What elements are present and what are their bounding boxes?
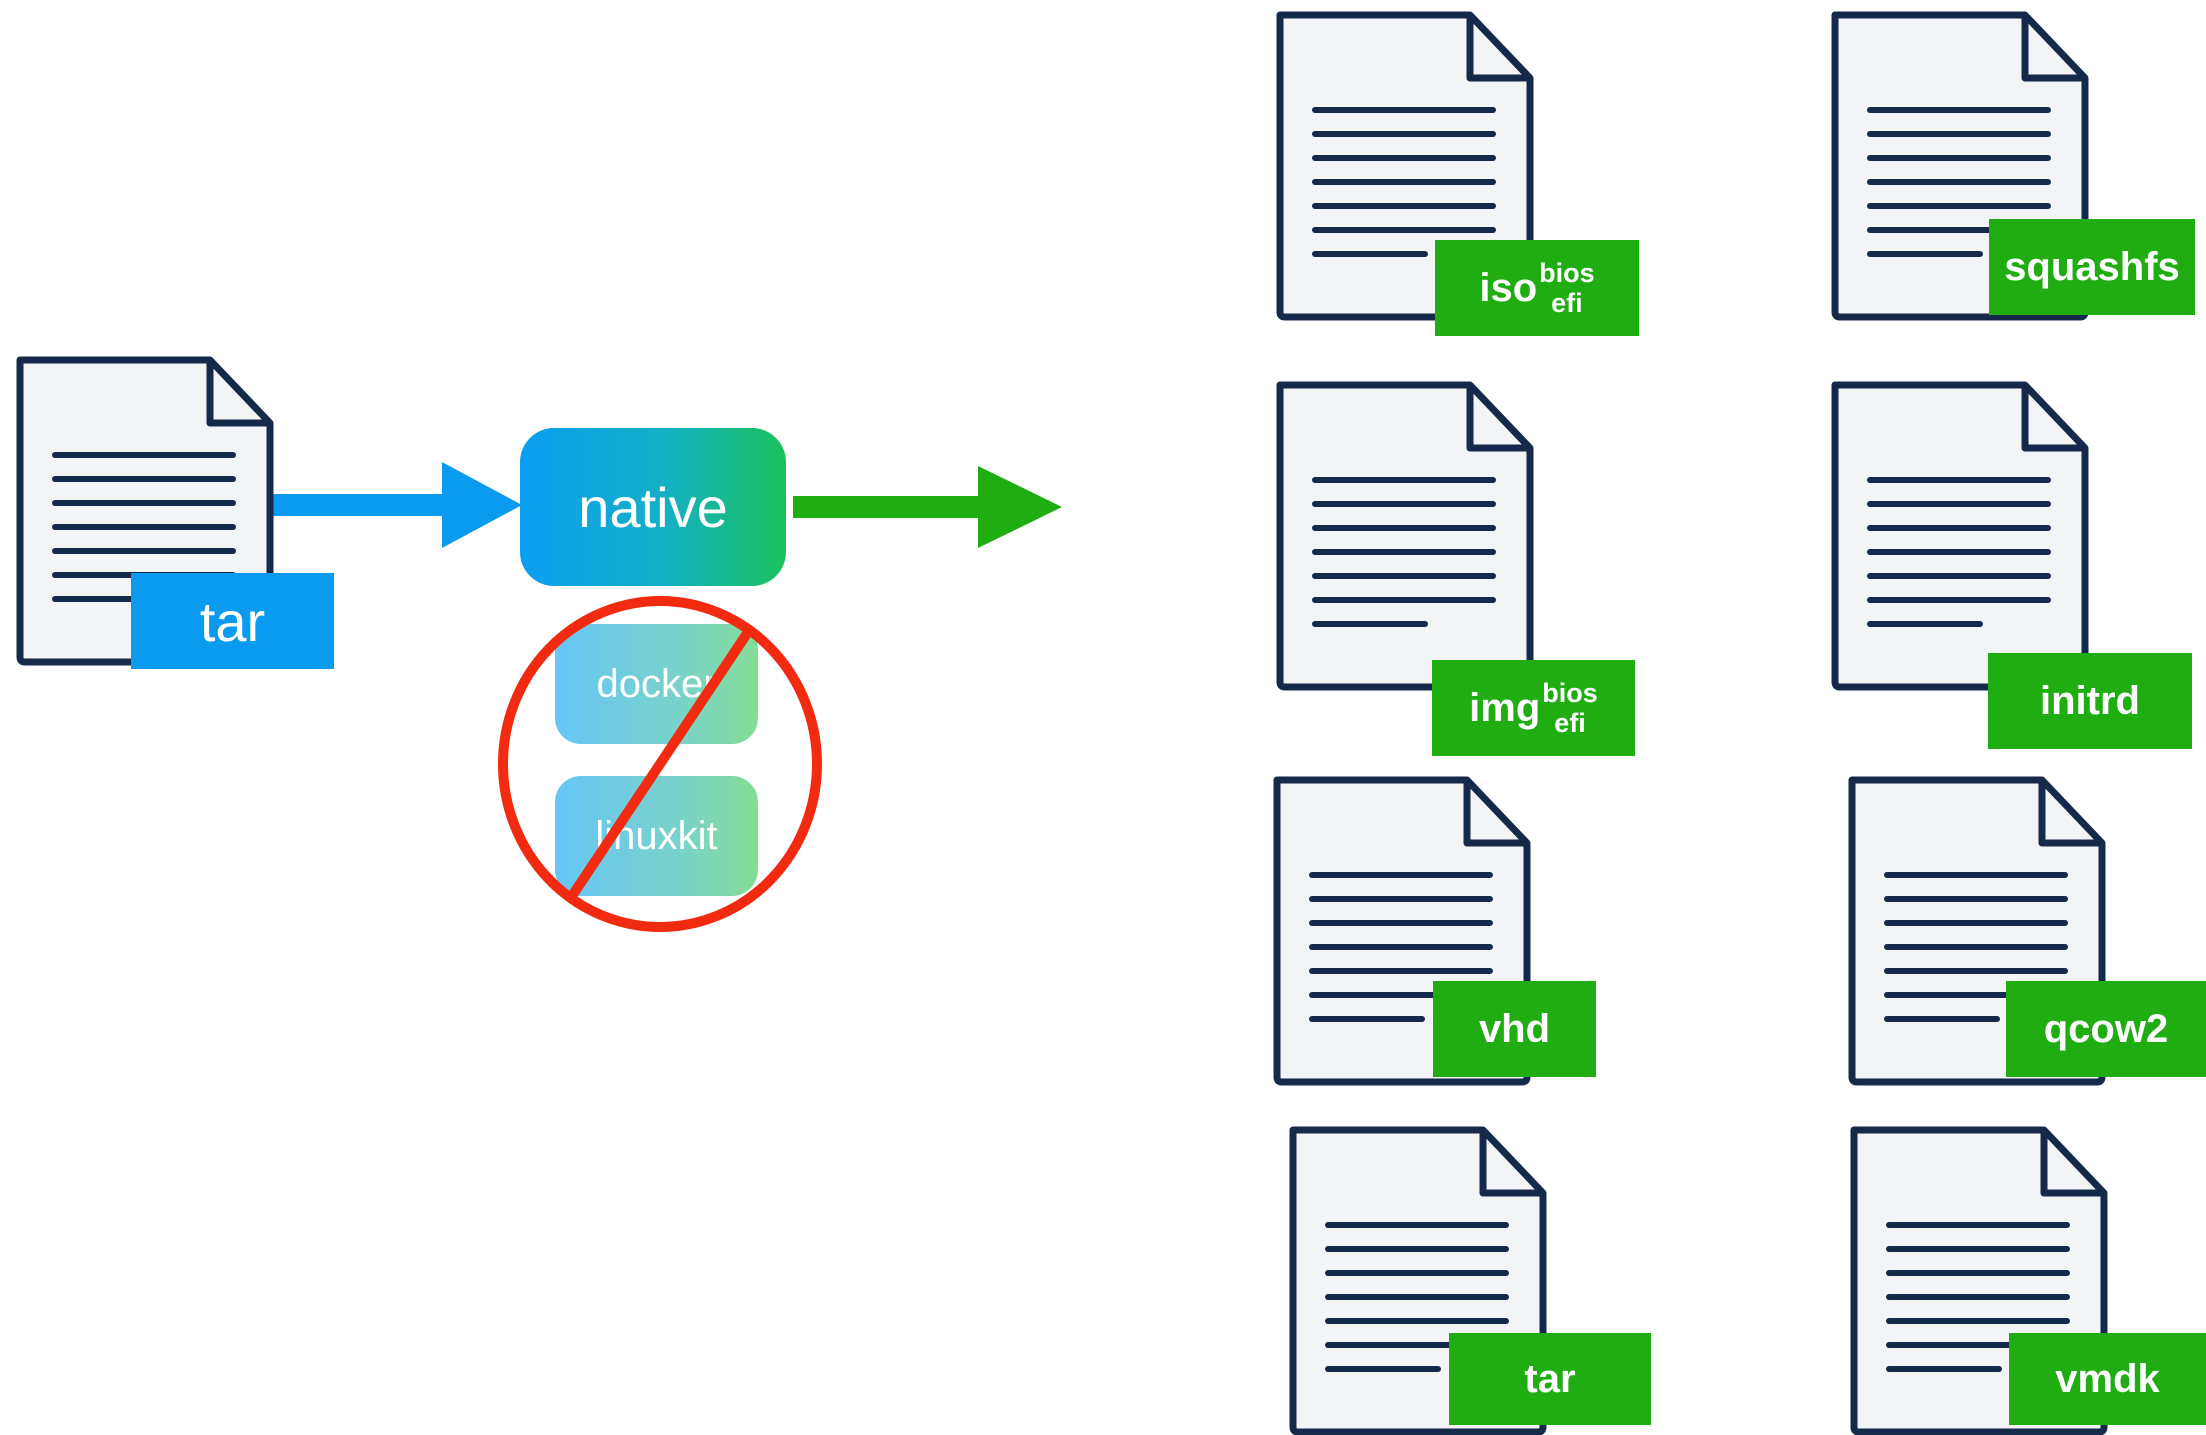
tar-format-label: tar xyxy=(1449,1333,1651,1425)
output-arrow xyxy=(793,466,1062,548)
squashfs-format-label: squashfs xyxy=(1989,219,2195,315)
iso-sup-label: bios xyxy=(1539,258,1595,288)
img-sup-label: bios xyxy=(1542,678,1598,708)
vhd-format-label: vhd xyxy=(1433,981,1596,1077)
linuxkit-builder-label: linuxkit xyxy=(595,813,718,858)
native-builder-box: native xyxy=(520,428,786,586)
img-sub-label: efi xyxy=(1554,708,1586,738)
docker-builder-label: docker xyxy=(596,661,717,706)
initrd-format-label: initrd xyxy=(1988,653,2192,749)
img-boot-modes: bios efi xyxy=(1542,678,1598,738)
linuxkit-builder-box: linuxkit xyxy=(555,776,758,896)
iso-format-name: iso xyxy=(1479,265,1538,310)
input-format-label: tar xyxy=(131,573,334,669)
img-document-icon xyxy=(1275,380,1535,691)
img-format-label: img bios efi xyxy=(1432,660,1635,756)
qcow2-format-label: qcow2 xyxy=(2006,981,2206,1077)
docker-builder-box: docker xyxy=(555,624,758,744)
input-arrow xyxy=(270,462,522,548)
vmdk-format-label: vmdk xyxy=(2009,1333,2206,1425)
img-format-name: img xyxy=(1469,685,1541,730)
iso-format-label: iso bios efi xyxy=(1435,240,1639,336)
iso-sub-label: efi xyxy=(1551,288,1583,318)
native-builder-label: native xyxy=(578,475,728,539)
iso-boot-modes: bios efi xyxy=(1539,258,1595,318)
initrd-document-icon xyxy=(1830,380,2090,691)
